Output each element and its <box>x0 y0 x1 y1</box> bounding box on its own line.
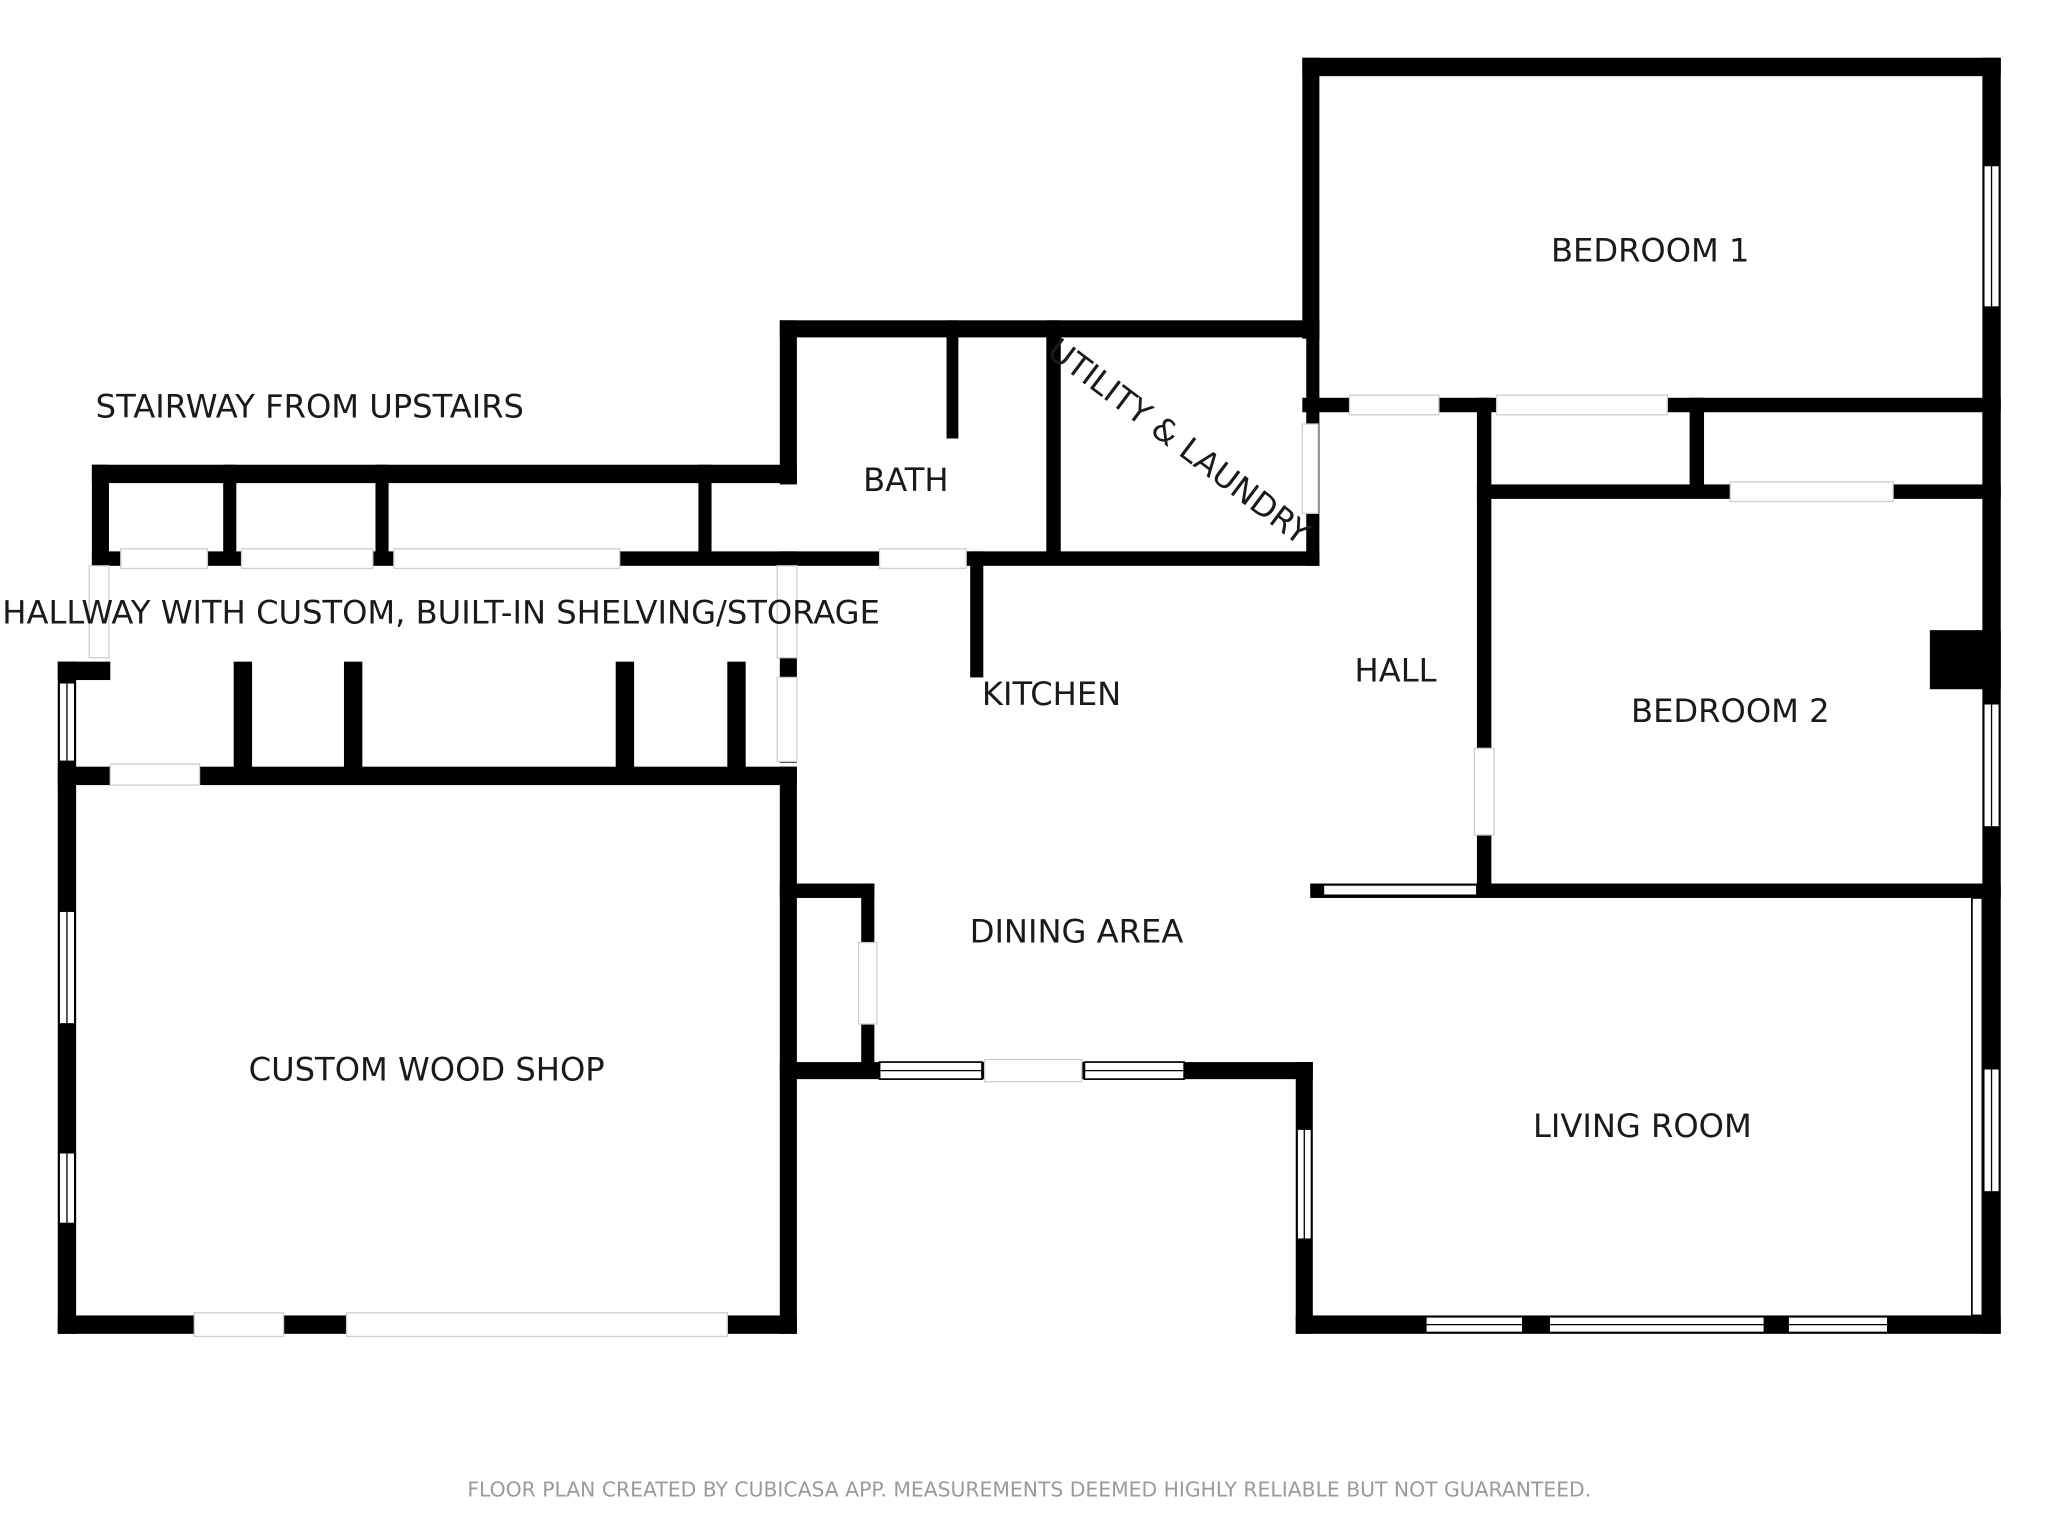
label-living-room: LIVING ROOM <box>1533 1107 1752 1145</box>
label-utility-laundry: UTILITY & LAUNDRY <box>1041 331 1318 553</box>
label-dining-area: DINING AREA <box>970 913 1184 951</box>
label-hallway-shelving: HALLWAY WITH CUSTOM, BUILT-IN SHELVING/S… <box>2 594 880 632</box>
label-bath: BATH <box>863 461 948 499</box>
label-bedroom-1: BEDROOM 1 <box>1551 231 1750 269</box>
label-hall: HALL <box>1355 651 1437 689</box>
footer-disclaimer: FLOOR PLAN CREATED BY CUBICASA APP. MEAS… <box>467 1478 1591 1502</box>
label-stairway: STAIRWAY FROM UPSTAIRS <box>96 387 524 425</box>
label-kitchen: KITCHEN <box>982 675 1121 713</box>
label-custom-wood-shop: CUSTOM WOOD SHOP <box>249 1050 605 1088</box>
room-labels: BEDROOM 1 STAIRWAY FROM UPSTAIRS BATH UT… <box>2 231 1829 1145</box>
windows <box>58 164 2001 1334</box>
door-openings <box>88 394 1894 1338</box>
label-bedroom-2: BEDROOM 2 <box>1631 692 1830 730</box>
